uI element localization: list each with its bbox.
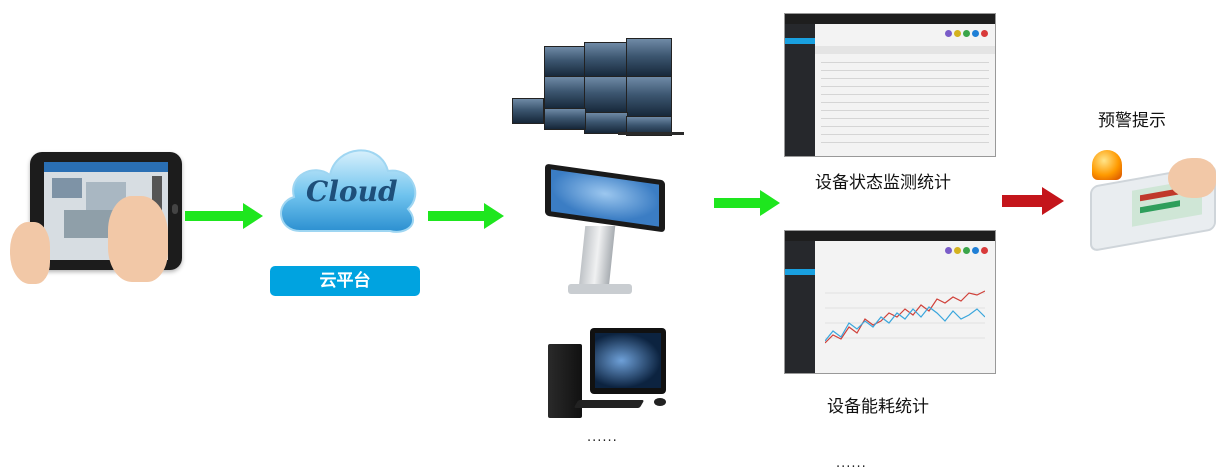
pointing-hand-icon — [108, 196, 168, 282]
green-arrow-1 — [185, 203, 263, 229]
device-energy-label: 设备能耗统计 — [827, 397, 929, 417]
cloud-logo-text: Cloud — [306, 175, 398, 208]
green-arrow-2 — [428, 203, 504, 229]
device-energy-screenshot — [784, 230, 996, 374]
alert-label: 预警提示 — [1098, 111, 1166, 131]
alarm-siren-icon — [1092, 150, 1122, 180]
cloud-icon: Cloud — [272, 135, 422, 247]
touch-kiosk-icon — [545, 163, 665, 233]
device-status-label: 设备状态监测统计 — [815, 173, 951, 193]
alert-hand-icon — [1168, 158, 1216, 198]
mouse-icon — [654, 398, 666, 406]
keyboard-icon — [573, 400, 645, 408]
hand-icon — [10, 222, 50, 284]
green-arrow-3 — [714, 190, 780, 216]
energy-trend-lines — [825, 290, 985, 344]
red-arrow — [1002, 187, 1064, 215]
terminals-ellipsis: ...... — [587, 430, 618, 445]
video-wall-icon — [508, 36, 686, 136]
stats-ellipsis: ...... — [836, 456, 867, 471]
kiosk-base — [568, 284, 632, 294]
kiosk-stand — [578, 226, 616, 288]
cloud-platform-label: 云平台 — [270, 266, 420, 296]
device-status-screenshot — [784, 13, 996, 157]
monitor-icon — [590, 328, 666, 394]
